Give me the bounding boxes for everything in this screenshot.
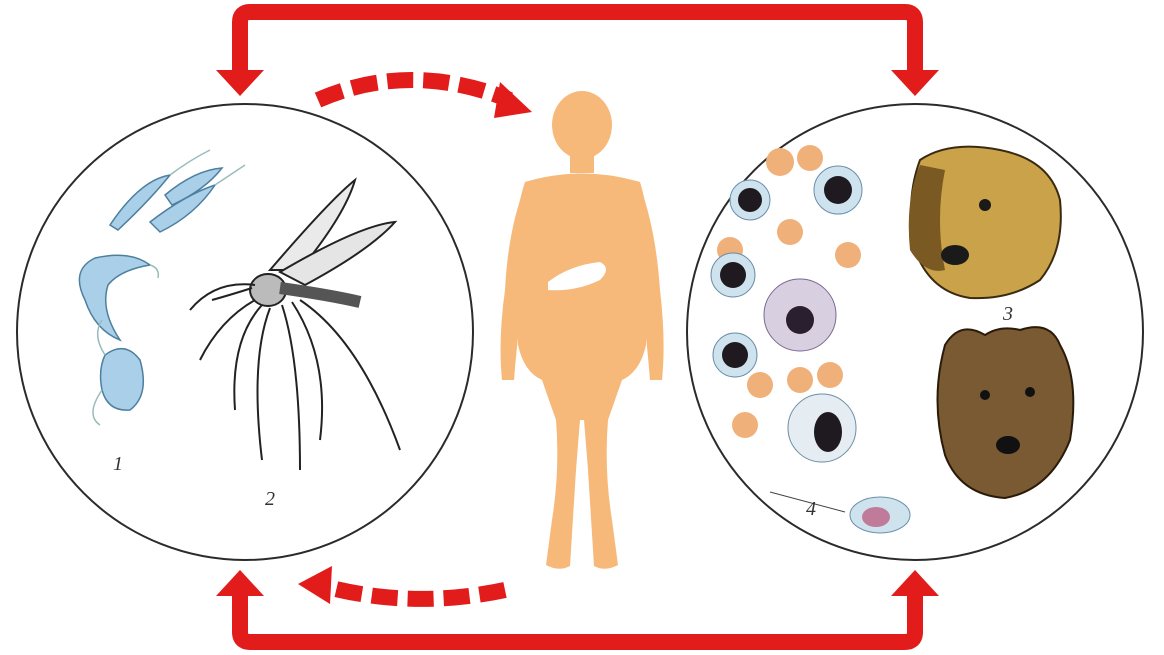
vector-circle: 1 2 <box>17 104 473 560</box>
label-blood-cell: 4 <box>806 498 816 520</box>
dog-head-icon <box>909 147 1061 299</box>
label-flagellates: 1 <box>113 453 123 475</box>
transmission-arrow-to-vector <box>298 566 505 604</box>
top-cycle-arrow <box>216 12 939 96</box>
transmission-arrow-to-human <box>318 80 532 118</box>
human-body-icon <box>501 91 664 569</box>
label-animal-hosts: 3 <box>1002 303 1013 325</box>
label-mosquito: 2 <box>265 488 275 510</box>
reservoir-circle: 3 4 <box>687 104 1143 560</box>
